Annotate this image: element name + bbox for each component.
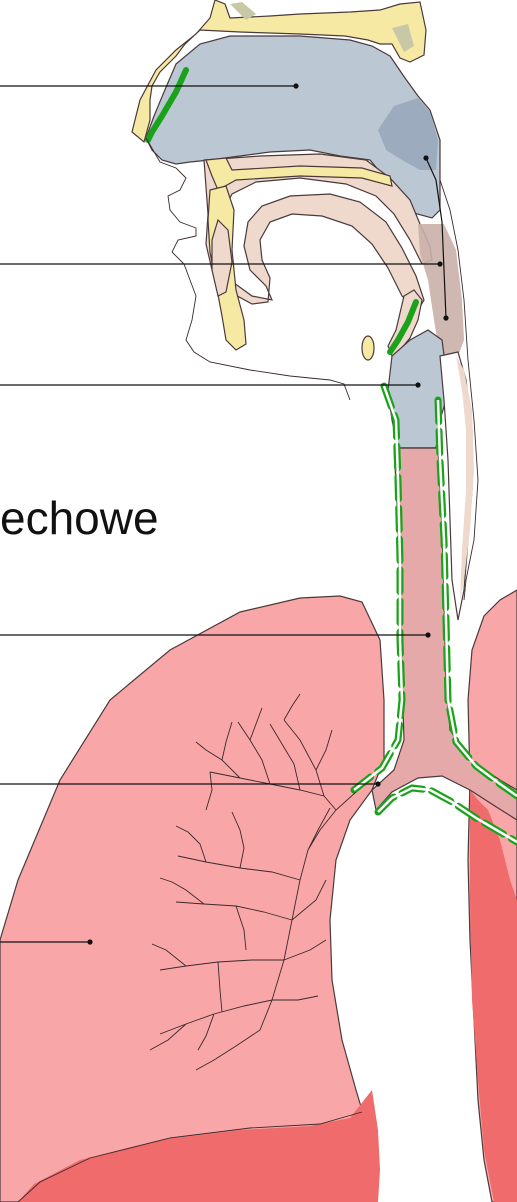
pointer-bronchus-dot xyxy=(375,781,380,786)
pointer-lung-dot xyxy=(87,939,92,944)
pointer-pharynx-dot xyxy=(437,261,442,266)
pointer-trachea-dot xyxy=(425,632,430,637)
pointer-nasal-cavity-dot xyxy=(293,83,298,88)
pointer-larynx-dot xyxy=(415,382,420,387)
pointer-oropharynx-dot xyxy=(443,315,448,320)
pointer-nasopharynx-dot xyxy=(423,155,428,160)
left-lung xyxy=(0,596,384,1202)
partial-heading-label: echowe xyxy=(0,492,159,544)
hyoid-yellow xyxy=(362,336,374,360)
